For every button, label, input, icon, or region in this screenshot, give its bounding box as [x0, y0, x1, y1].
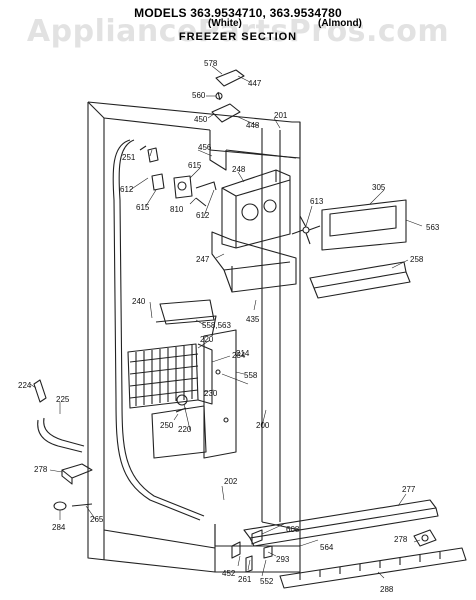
fan-shroud-248	[221, 169, 291, 249]
callout-448: 448	[246, 121, 260, 130]
drain-hose	[33, 379, 85, 453]
callout-248: 248	[232, 165, 246, 174]
callout-563: 563	[426, 223, 440, 232]
panel-305	[321, 199, 407, 251]
callout-220-bottom: 220	[178, 425, 192, 434]
callout-258: 258	[410, 255, 424, 264]
callout-612-mid: 612	[196, 211, 210, 220]
motor-278	[413, 529, 437, 547]
callout-labels: 578 447 560 450 448 201 456 251 615 612 …	[18, 59, 440, 594]
variant-almond-label: (Almond)	[318, 18, 362, 29]
left-wall-parts	[139, 145, 217, 207]
section-title: FREEZER SECTION	[178, 31, 298, 43]
callout-560: 560	[192, 91, 206, 100]
callout-220-top: 220	[200, 335, 214, 344]
evaporator-rear-panel	[155, 299, 217, 337]
variant-white-label: (White)	[208, 18, 242, 29]
callout-230: 230	[204, 389, 218, 398]
callout-250: 250	[160, 421, 174, 430]
cabinet-top-ledge	[209, 130, 297, 171]
callout-278-left: 278	[34, 465, 48, 474]
fan-blade-613	[291, 215, 321, 245]
bottom-rail-277	[243, 499, 439, 547]
callout-435: 435	[246, 315, 260, 324]
cover-247	[211, 231, 297, 293]
refrigerant-tube	[112, 139, 205, 521]
callout-552: 552	[260, 577, 274, 586]
callout-202: 202	[224, 477, 238, 486]
top-thermostat-assembly	[211, 69, 245, 123]
callout-558-563: 558,563	[202, 321, 231, 330]
callout-447: 447	[248, 79, 262, 88]
callout-265: 265	[90, 515, 104, 524]
callout-608: 608	[286, 525, 300, 534]
callout-284: 284	[52, 523, 66, 532]
callout-578: 578	[204, 59, 218, 68]
callout-615-top: 615	[188, 161, 202, 170]
lower-panel-250	[151, 394, 207, 459]
callout-615-bottom: 615	[136, 203, 150, 212]
callout-612-left: 612	[120, 185, 134, 194]
callout-225: 225	[56, 395, 70, 404]
cabinet-right-wall	[209, 122, 301, 531]
lower-small-parts	[231, 529, 273, 573]
callout-240: 240	[132, 297, 146, 306]
back-panel-214	[203, 329, 237, 459]
toe-grille-288	[279, 547, 467, 589]
callout-278-right: 278	[394, 535, 408, 544]
callout-214: 214	[236, 349, 250, 358]
cabinet-frame	[87, 101, 301, 573]
evaporator-coil	[127, 343, 213, 409]
callout-261: 261	[238, 575, 252, 584]
callout-450: 450	[194, 115, 208, 124]
callout-613: 613	[310, 197, 324, 206]
callout-564: 564	[320, 543, 334, 552]
callout-288: 288	[380, 585, 394, 594]
leader-lines	[29, 65, 423, 579]
callout-810: 810	[170, 205, 184, 214]
callout-456: 456	[198, 143, 212, 152]
grille-258	[309, 261, 411, 299]
callout-305: 305	[372, 183, 386, 192]
models-title: MODELS 363.9534710, 363.9534780	[134, 6, 342, 20]
callout-251: 251	[122, 153, 136, 162]
bottom-bracket-278	[61, 463, 93, 485]
callout-200: 200	[256, 421, 270, 430]
callout-224: 224	[18, 381, 32, 390]
callout-234: 234	[232, 351, 246, 360]
callout-452: 452	[222, 569, 236, 578]
callout-277: 277	[402, 485, 416, 494]
callout-558: 558	[244, 371, 258, 380]
callout-247: 247	[196, 255, 210, 264]
callout-293: 293	[276, 555, 290, 564]
callout-201: 201	[274, 111, 288, 120]
